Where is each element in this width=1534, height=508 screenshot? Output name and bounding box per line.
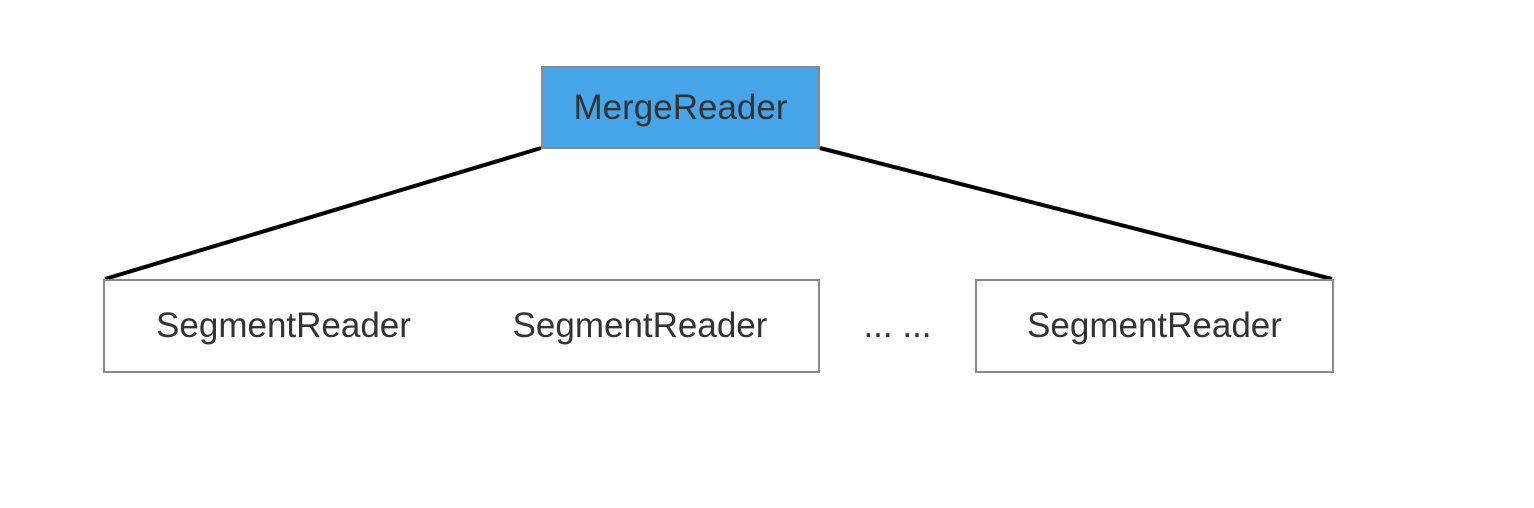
segment-reader-node-1: SegmentReader <box>103 279 464 373</box>
connector-left <box>104 146 542 281</box>
segment-reader-label: SegmentReader <box>512 306 768 345</box>
ellipsis-text: ... ... <box>863 306 932 345</box>
connector-right <box>819 146 1333 281</box>
merge-reader-label: MergeReader <box>573 87 788 127</box>
segment-reader-label: SegmentReader <box>156 306 411 345</box>
merge-reader-node: MergeReader <box>541 66 820 149</box>
segment-reader-node-2: SegmentReader <box>462 279 820 373</box>
segment-reader-node-3: SegmentReader <box>975 279 1334 373</box>
segment-reader-label: SegmentReader <box>1027 306 1282 345</box>
